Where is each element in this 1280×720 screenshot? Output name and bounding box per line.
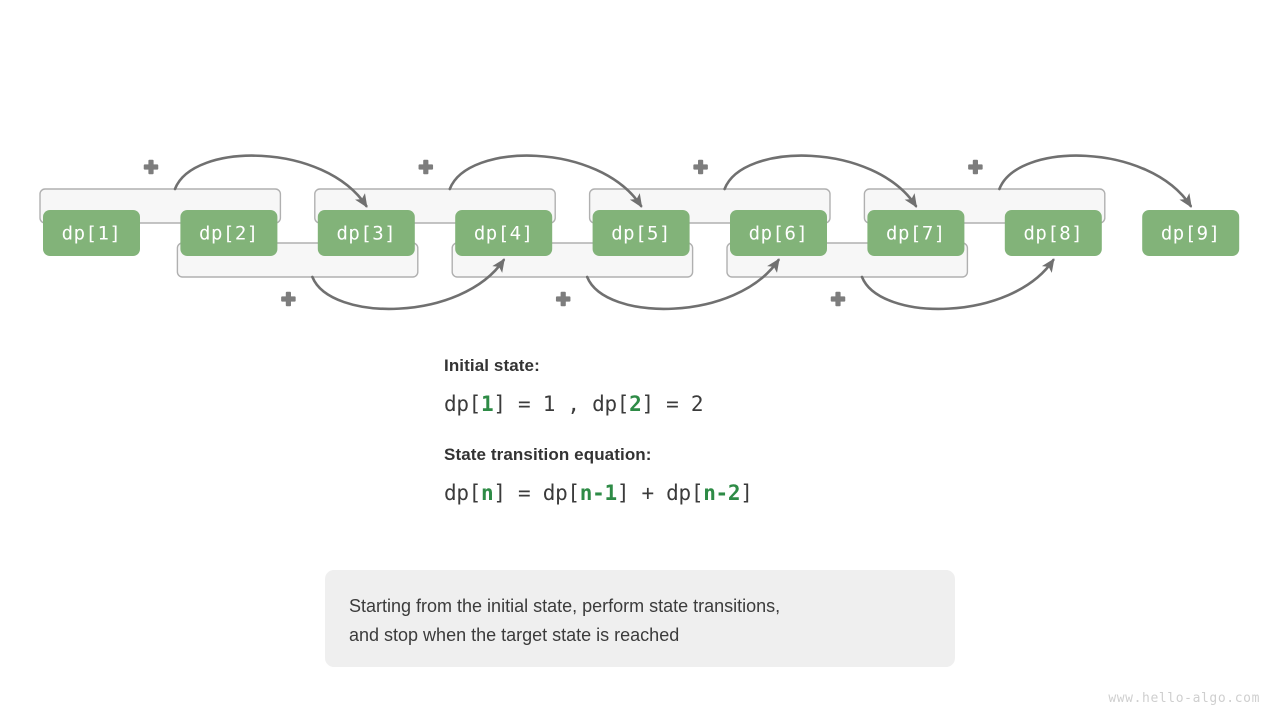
dp-box-4[interactable]: dp[4] (455, 210, 553, 256)
transition-arrow-lower-2 (585, 258, 780, 311)
plus-sign-upper-3 (693, 159, 708, 175)
watermark: www.hello-algo.com (1108, 691, 1260, 706)
dp-box-8[interactable]: dp[8] (1004, 210, 1102, 256)
transition-arrow-upper-2 (448, 154, 643, 208)
caption-line-2: and stop when the target state is reache… (349, 625, 680, 645)
plus-layer (143, 159, 983, 307)
transition-arrow-upper-3 (723, 154, 918, 208)
dp-box-2[interactable]: dp[2] (180, 210, 278, 256)
transition-arrow-lower-1 (311, 258, 505, 311)
plus-sign-upper-4 (968, 159, 983, 175)
plus-sign-upper-1 (143, 159, 159, 175)
dp-box-label-3: dp[3] (336, 223, 396, 245)
transition-formula: dp[n] = dp[n-1] + dp[n-2] (444, 481, 753, 505)
dp-box-7[interactable]: dp[7] (867, 210, 965, 256)
dp-box-label-7: dp[7] (886, 223, 946, 245)
dp-box-5[interactable]: dp[5] (592, 210, 690, 256)
dp-box-label-4: dp[4] (474, 223, 534, 245)
initial-state-formula: dp[1] = 1 , dp[2] = 2 (444, 392, 704, 416)
dp-box-label-6: dp[6] (749, 223, 809, 245)
transition-arrow-upper-4 (998, 154, 1192, 208)
dp-box-1[interactable]: dp[1] (43, 210, 140, 256)
dp-box-label-9: dp[9] (1161, 223, 1221, 245)
dp-box-3[interactable]: dp[3] (317, 210, 415, 256)
dp-box-6[interactable]: dp[6] (730, 210, 827, 256)
initial-state-heading: Initial state: (444, 356, 540, 375)
transition-arrow-lower-3 (860, 258, 1055, 311)
dp-transition-diagram: dp[1] dp[2] dp[3] dp[4] dp[5] dp[6] dp[7] dp[8]… (39, 154, 1240, 311)
plus-sign-upper-2 (418, 159, 434, 175)
box-layer: dp[1] dp[2] dp[3] dp[4] dp[5] dp[6] dp[7] dp[8]… (43, 210, 1240, 256)
arrow-layer (173, 154, 1192, 311)
dp-box-label-8: dp[8] (1023, 223, 1083, 245)
plus-sign-lower-1 (281, 291, 296, 307)
transition-arrow-upper-1 (173, 154, 368, 208)
explanation-block: Initial state: dp[1] = 1 , dp[2] = 2 Sta… (444, 356, 1144, 505)
caption-box: Starting from the initial state, perform… (325, 570, 955, 667)
dp-box-label-2: dp[2] (199, 223, 259, 245)
plus-sign-lower-3 (830, 291, 846, 307)
dp-box-label-1: dp[1] (62, 223, 122, 245)
dp-box-9[interactable]: dp[9] (1142, 210, 1240, 256)
dp-box-label-5: dp[5] (611, 223, 671, 245)
plus-sign-lower-2 (555, 291, 571, 307)
caption-line-1: Starting from the initial state, perform… (349, 596, 781, 616)
transition-heading: State transition equation: (444, 445, 652, 464)
